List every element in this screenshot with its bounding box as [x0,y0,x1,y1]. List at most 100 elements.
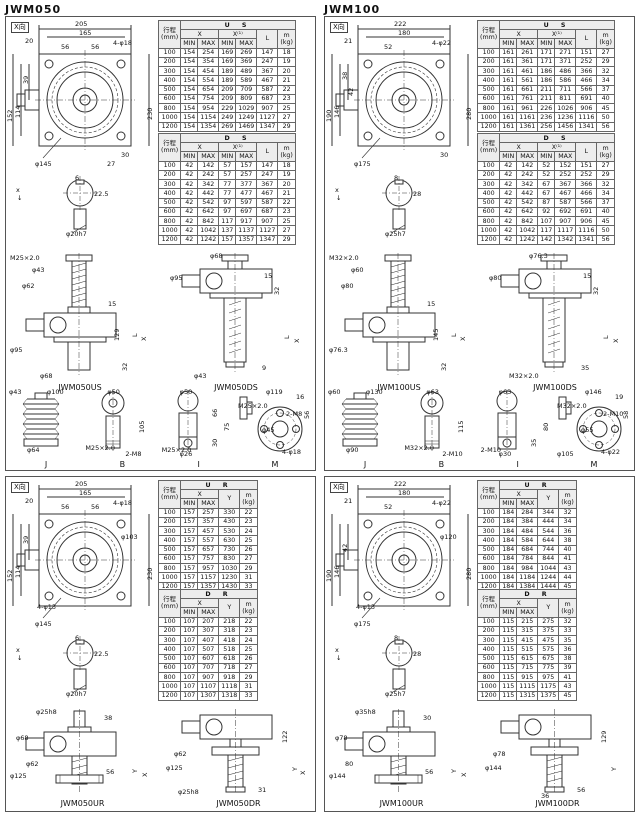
dimension-value: 154 [180,121,199,132]
dim-label: 52 [384,43,393,51]
dimension-value: 45 [558,690,577,701]
dimension-value: 252 [575,169,598,181]
dim-label: Y [291,767,299,771]
dimension-value: 32 [596,179,615,190]
dim-label: M32×2.0 [404,444,434,452]
dimension-value: 40 [558,544,577,555]
dimension-value: 29 [596,56,615,68]
stroke-value: 800 [476,672,501,683]
dimension-value: 115 [499,644,518,655]
column-header: Y [218,489,241,509]
dim-label: x [16,186,20,194]
dim-label: 32 [273,286,281,295]
stroke-value: 400 [157,644,182,655]
dim-label: 27 [107,160,116,168]
dimension-value: 692 [554,206,577,218]
dimension-value: 697 [235,206,258,218]
dimension-value: 115 [499,625,518,637]
dimension-value: 252 [554,169,577,181]
column-header: L [575,29,598,49]
dimension-value: 209 [218,84,237,95]
dimension-value: 367 [256,66,279,77]
dim-label: φ78 [335,734,348,742]
dimension-value: 1244 [537,572,560,583]
dimension-value: 157 [180,526,199,537]
dimension-value: 184 [499,544,518,555]
sub-header: MAX [235,38,258,49]
dimension-value: 354 [197,56,220,68]
dim-label: 15 [427,300,436,308]
dimension-value: 189 [218,66,237,77]
column-header: X⁽¹⁾ [218,29,258,40]
dim-label: φ64 [27,446,40,454]
dim-label: 122 [281,730,289,743]
dimension-value: 342 [516,179,539,190]
dimension-value: 42 [499,225,518,236]
dimension-value: 809 [235,93,258,105]
dimension-value: 42 [180,169,199,181]
stroke-value: 500 [157,84,182,95]
dim-label: X向 [11,22,29,33]
dimension-value: 18 [277,47,296,58]
dimension-value: 367 [256,179,279,190]
dim-label: φ62 [22,282,35,290]
dim-label: x [16,646,20,654]
dimension-value: 29 [596,169,615,181]
dim-label: X向 [330,22,348,33]
dim-label: 152 [6,569,14,582]
dimension-value: 757 [197,553,220,565]
stroke-value: 300 [476,66,501,77]
dim-label: φ20h7 [66,690,87,698]
dimension-value: 357 [197,516,220,528]
dimension-value: 161 [499,121,518,132]
dim-label: 4-φ18 [113,39,133,47]
dimension-value: 687 [256,93,279,105]
dimension-value: 467 [256,188,279,199]
dimension-value: 1242 [197,234,220,245]
stroke-value: 1000 [157,572,182,583]
dimension-value: 42 [499,234,518,245]
accessory-caption: B [438,460,445,469]
dim-label: ↓ [336,654,342,662]
sub-header: MAX [235,151,258,162]
dimension-value: 151 [575,160,598,171]
dim-label: φ119 [265,388,283,396]
dimension-value: 26 [239,544,258,555]
dim-label: 39 [22,535,30,544]
dim-label: M25×2.0 [85,444,115,452]
dimension-value: 34 [596,75,615,86]
dimension-value: 52 [537,169,556,181]
column-header: Y [537,598,560,618]
dim-label: 56 [106,768,115,776]
dim-label: φ125 [10,772,27,780]
dimension-value: 1469 [235,121,258,132]
stroke-value: 1000 [476,572,501,583]
column-header: X [499,489,539,500]
stroke-value: 200 [476,516,501,528]
dim-label: 38 [341,71,349,80]
dimension-value: 39 [558,662,577,674]
dim-label: φ63 [498,388,512,396]
stroke-value: 1000 [476,225,501,236]
stroke-value: 500 [476,197,501,208]
dimension-value: 1230 [218,572,241,583]
dimension-value: 486 [554,66,577,77]
column-header: m(kg) [558,598,577,618]
dimension-value: 115 [499,662,518,674]
dim-label: 22.5 [94,650,109,658]
dimension-value: 42 [180,206,199,218]
